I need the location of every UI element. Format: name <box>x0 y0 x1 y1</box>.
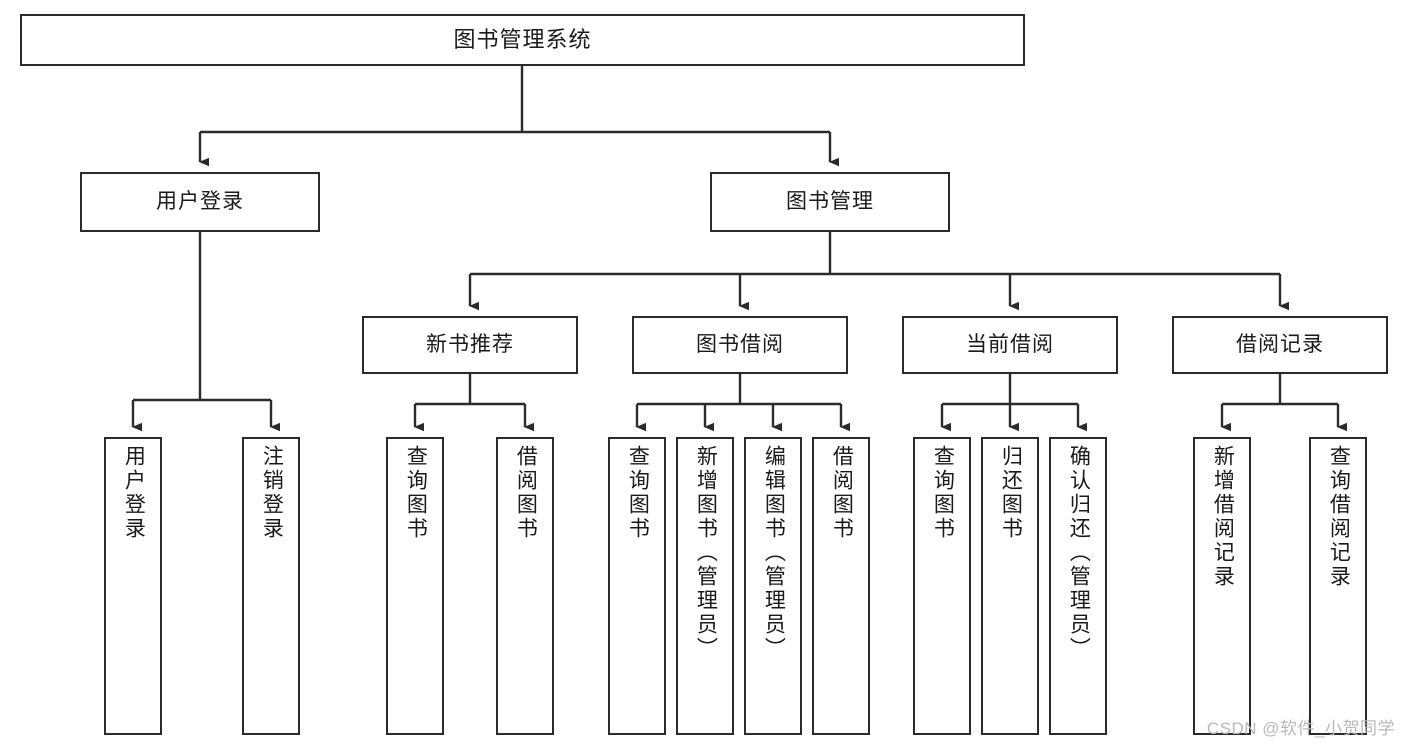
node-label: 用户登录 <box>156 189 244 213</box>
node-book-manage[interactable]: 图书管理 <box>710 172 950 232</box>
node-leaf-query-book-2[interactable]: 查询图书 <box>608 437 666 735</box>
node-label: 用户登录 <box>122 445 146 541</box>
node-label: 当前借阅 <box>966 332 1054 356</box>
node-user-login[interactable]: 用户登录 <box>80 172 320 232</box>
node-leaf-confirm-return[interactable]: 确认归还（管理员） <box>1049 437 1107 735</box>
node-leaf-borrow-book-1[interactable]: 借阅图书 <box>496 437 554 735</box>
node-leaf-query-book-1[interactable]: 查询图书 <box>386 437 444 735</box>
node-leaf-add-record[interactable]: 新增借阅记录 <box>1193 437 1251 735</box>
node-label: 图书管理 <box>786 189 874 213</box>
node-label: 编辑图书（管理员） <box>762 445 786 661</box>
node-leaf-user-login[interactable]: 用户登录 <box>104 437 162 735</box>
node-leaf-query-record[interactable]: 查询借阅记录 <box>1309 437 1367 735</box>
node-borrow-record[interactable]: 借阅记录 <box>1172 316 1388 374</box>
node-label: 查询图书 <box>931 445 955 541</box>
node-label: 新增借阅记录 <box>1211 445 1235 589</box>
node-leaf-return-book[interactable]: 归还图书 <box>981 437 1039 735</box>
node-label: 借阅记录 <box>1236 332 1324 356</box>
node-label: 图书管理系统 <box>453 27 592 53</box>
node-root-book-management-system[interactable]: 图书管理系统 <box>20 14 1025 66</box>
node-leaf-user-logout[interactable]: 注销登录 <box>242 437 300 735</box>
node-label: 确认归还（管理员） <box>1067 445 1091 661</box>
node-label: 注销登录 <box>260 445 284 541</box>
node-label: 查询借阅记录 <box>1327 445 1351 589</box>
node-leaf-add-book[interactable]: 新增图书（管理员） <box>676 437 734 735</box>
node-leaf-edit-book[interactable]: 编辑图书（管理员） <box>744 437 802 735</box>
node-label: 借阅图书 <box>514 445 538 541</box>
node-book-borrow[interactable]: 图书借阅 <box>632 316 848 374</box>
node-leaf-query-book-3[interactable]: 查询图书 <box>913 437 971 735</box>
node-new-book-recommend[interactable]: 新书推荐 <box>362 316 578 374</box>
node-label: 新书推荐 <box>426 332 514 356</box>
node-leaf-borrow-book-2[interactable]: 借阅图书 <box>812 437 870 735</box>
node-current-borrow[interactable]: 当前借阅 <box>902 316 1118 374</box>
node-label: 图书借阅 <box>696 332 784 356</box>
node-label: 归还图书 <box>999 445 1023 541</box>
node-label: 查询图书 <box>404 445 428 541</box>
node-label: 查询图书 <box>626 445 650 541</box>
csdn-watermark: CSDN @软件_小贺同学 <box>1206 719 1395 738</box>
node-label: 借阅图书 <box>830 445 854 541</box>
node-label: 新增图书（管理员） <box>694 445 718 661</box>
